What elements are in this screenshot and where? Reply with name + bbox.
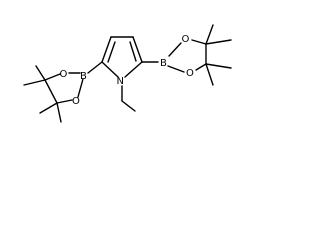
atom-label-oxygen-left-bottom: O: [72, 96, 80, 107]
bond-br-or-top: [168, 42, 182, 57]
bond-n1-c2: [101, 61, 119, 78]
bond-or-bottom-c: [195, 63, 207, 71]
bond-methyl-end: [121, 100, 136, 112]
bond-bl-ol-bottom: [77, 78, 84, 98]
bond-ol-top-c: [44, 73, 61, 81]
bond-right-c2-me2: [205, 63, 214, 86]
bond-ol-bottom-c: [56, 99, 73, 104]
bond-c2-c3: [101, 36, 112, 63]
bond-or-top-c: [191, 39, 207, 45]
right-pinacol-ring: [167, 24, 232, 86]
bond-right-c1-me1: [205, 24, 214, 45]
bond-c4-c5-double: [129, 41, 137, 62]
left-pinacol-ring: [23, 65, 84, 123]
bond-c5-n1: [124, 61, 143, 78]
structure-canvas: N B B O O O O: [23, 24, 232, 123]
bond-left-c1-me1: [35, 65, 46, 81]
bond-c2-c3-double: [107, 41, 116, 63]
pyrrole-ring: [101, 36, 143, 112]
atom-label-boron-right: B: [160, 58, 167, 69]
bond-left-c2-me2: [56, 102, 62, 123]
bond-c2-b-left: [87, 61, 103, 74]
bond-c4-c5: [132, 36, 143, 63]
atom-label-oxygen-left-top: O: [60, 69, 68, 80]
bond-left-cc: [44, 79, 58, 104]
bond-left-c2-me1: [39, 102, 58, 114]
atom-label-oxygen-right-bottom: O: [186, 68, 194, 79]
molecule-structure: N B B O O O O: [23, 24, 232, 123]
bond-br-or-bottom: [167, 65, 185, 73]
atom-label-oxygen-right-top: O: [182, 34, 190, 45]
atom-label-nitrogen: N: [117, 76, 124, 87]
atom-label-boron-left: B: [80, 71, 87, 82]
bond-left-c1-me2: [23, 79, 46, 86]
bond-right-c1-me2: [205, 39, 232, 45]
bond-right-c2-me1: [205, 63, 232, 69]
